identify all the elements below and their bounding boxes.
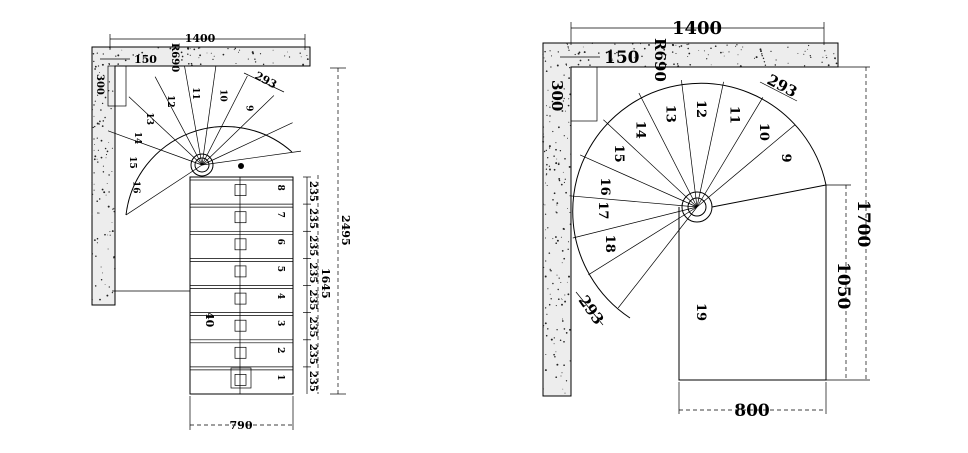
right-step-label: 11 bbox=[727, 106, 742, 124]
left-straight-step-label: 6 bbox=[275, 239, 285, 245]
right-step-label: 17 bbox=[595, 201, 610, 219]
left-dim-1645: 1645 bbox=[319, 268, 332, 299]
right-wall-texture bbox=[542, 42, 838, 394]
left-dim-300: 300 bbox=[94, 74, 105, 95]
left-riser-dims: 235 235 235 235 235 235 235 235 bbox=[303, 176, 318, 392]
left-straight-step-label: 2 bbox=[275, 347, 285, 353]
left-spiral-radials bbox=[107, 65, 302, 216]
right-step-labels: 9 10 11 12 13 14 15 16 17 18 19 bbox=[595, 100, 793, 321]
left-spiral-step-label: 14 bbox=[132, 132, 142, 145]
left-dim-2495: 2495 bbox=[339, 215, 352, 246]
left-center-post bbox=[190, 153, 214, 177]
right-step-label: 13 bbox=[663, 105, 678, 123]
left-straight-steps: 8 7 6 5 4 3 2 1 bbox=[190, 177, 293, 394]
left-dim-radius: R690 bbox=[169, 43, 180, 72]
right-step-label: 12 bbox=[693, 100, 708, 118]
left-riser-dim: 235 bbox=[307, 235, 318, 256]
left-spiral-step-label: 9 bbox=[243, 105, 253, 111]
left-dim-1400: 1400 bbox=[185, 32, 216, 45]
left-riser-dim: 235 bbox=[307, 262, 318, 283]
right-dim-1700: 1700 bbox=[853, 200, 873, 247]
left-spiral-step-label: 16 bbox=[131, 181, 141, 194]
left-spiral-step-label: 10 bbox=[218, 89, 228, 102]
left-riser-dim: 235 bbox=[307, 181, 318, 202]
left-dim-150: 150 bbox=[134, 53, 157, 66]
left-wall-texture bbox=[91, 46, 309, 301]
left-straight-step-label: 3 bbox=[275, 320, 285, 326]
right-dim-radius: R690 bbox=[651, 38, 669, 82]
right-step-label: 10 bbox=[756, 123, 771, 141]
left-spiral-step-label: 12 bbox=[165, 95, 175, 108]
right-dim-150: 150 bbox=[604, 48, 640, 68]
left-riser-dim: 235 bbox=[307, 317, 318, 338]
right-step-label: 15 bbox=[611, 145, 626, 163]
left-dim-790: 790 bbox=[230, 419, 253, 432]
left-riser-dim: 235 bbox=[307, 290, 318, 311]
right-dim-293-top: 293 bbox=[764, 71, 800, 102]
left-straight-step-label: 7 bbox=[275, 212, 285, 218]
left-spiral-outline bbox=[125, 126, 293, 216]
right-step-label: 18 bbox=[602, 235, 617, 253]
right-drawing: 1400 150 R690 300 293 293 9 10 11 12 13 14 15 1… bbox=[542, 18, 873, 421]
left-dim-40: 40 bbox=[203, 312, 216, 328]
right-dim-1400: 1400 bbox=[672, 18, 722, 39]
left-straight-step-label: 4 bbox=[275, 293, 285, 299]
left-spiral-step-label: 13 bbox=[144, 112, 154, 125]
right-step-label: 19 bbox=[693, 303, 708, 321]
right-landing bbox=[678, 185, 827, 381]
left-riser-dim: 235 bbox=[307, 344, 318, 365]
right-dim-1050: 1050 bbox=[833, 262, 853, 309]
left-spiral-step-label: 11 bbox=[190, 87, 200, 100]
left-riser-dim: 235 bbox=[307, 371, 318, 392]
right-dim-293-bottom: 293 bbox=[575, 292, 608, 328]
right-step-label: 14 bbox=[633, 121, 648, 139]
left-straight-step-label: 5 bbox=[275, 266, 285, 272]
right-step-label: 9 bbox=[778, 153, 793, 162]
right-dim-800: 800 bbox=[734, 401, 770, 421]
right-spiral-radials bbox=[569, 79, 796, 309]
left-spiral-step-label: 15 bbox=[127, 156, 137, 169]
left-straight-step-label: 1 bbox=[275, 374, 285, 380]
left-straight-step-label: 8 bbox=[275, 184, 285, 190]
right-step-label: 16 bbox=[597, 178, 612, 196]
left-riser-dim: 235 bbox=[307, 208, 318, 229]
right-spiral-outline bbox=[572, 82, 827, 319]
right-dim-300: 300 bbox=[548, 80, 566, 111]
